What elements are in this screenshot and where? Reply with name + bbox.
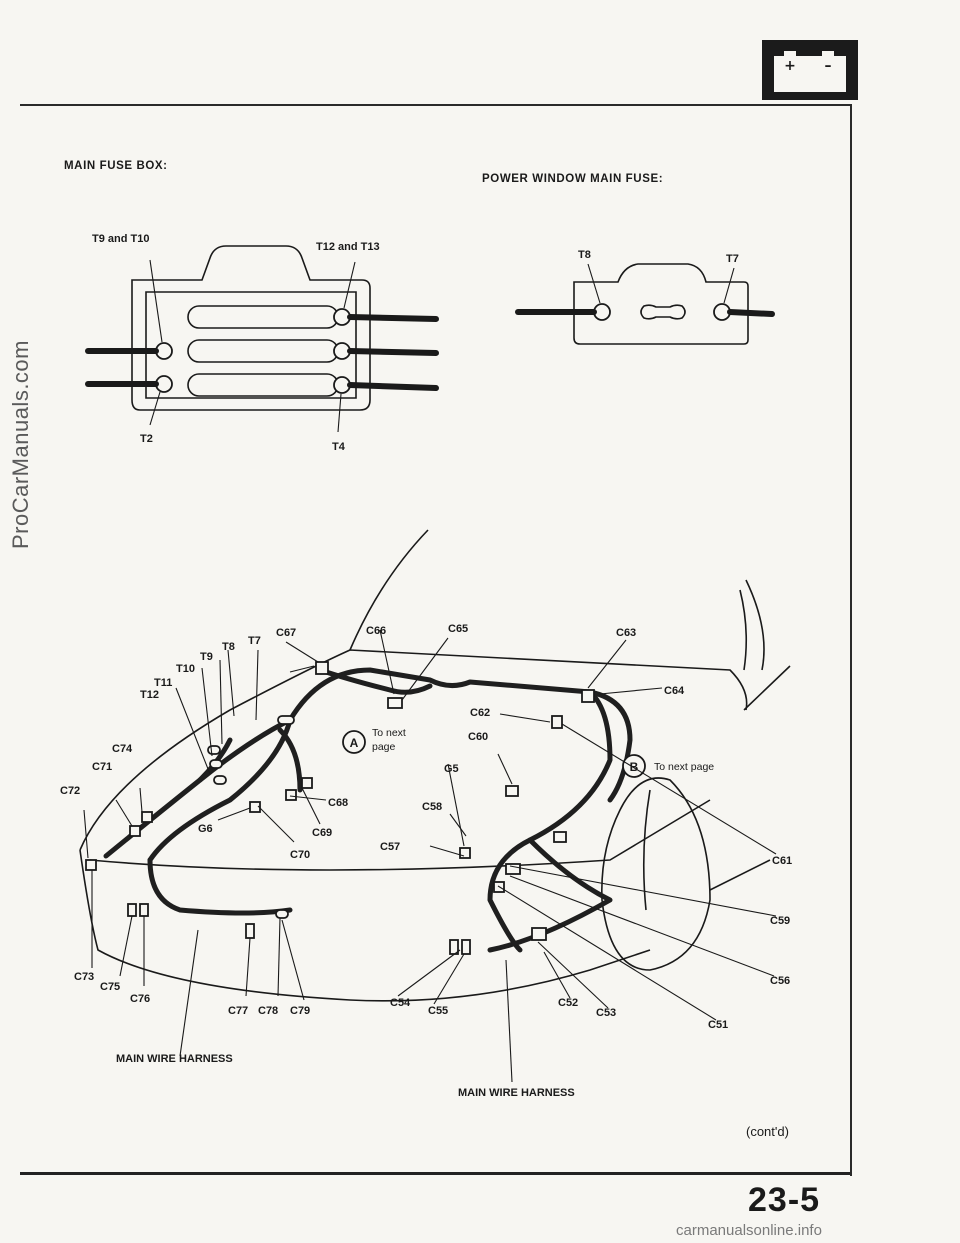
label-c59: C59 [770, 915, 790, 927]
label-t7: T7 [726, 253, 739, 265]
label-t4: T4 [332, 441, 346, 453]
label-c51: C51 [708, 1019, 728, 1031]
main-fuse-box-title: MAIN FUSE BOX: [64, 160, 168, 172]
label-c54: C54 [390, 997, 411, 1009]
callout-a-line2: page [372, 741, 396, 753]
callout-b-letter: B [630, 760, 639, 774]
label-c67: C67 [276, 627, 296, 639]
label-c72: C72 [60, 785, 80, 797]
power-window-fuse-diagram: T8 T7 [515, 249, 775, 345]
wire-harness-diagram: T7 T8 T9 T10 T11 T12 C67 C66 C65 C63 C64… [60, 529, 792, 1099]
label-c57: C57 [380, 841, 400, 853]
callout-a-line1: To next [372, 727, 406, 739]
label-c78: C78 [258, 1005, 278, 1017]
label-c62: C62 [470, 707, 490, 719]
label-c58: C58 [422, 801, 442, 813]
label-t11-harness: T11 [154, 677, 172, 689]
label-c64: C64 [664, 685, 685, 697]
label-c68: C68 [328, 797, 348, 809]
label-c56: C56 [770, 975, 790, 987]
main-fuse-box-diagram: T9 and T10 T12 and T13 T2 T4 [85, 233, 439, 453]
callout-a-letter: A [350, 736, 359, 750]
callout-b-text: To next page [654, 761, 714, 773]
label-t12-t13: T12 and T13 [316, 241, 380, 253]
label-t2: T2 [140, 433, 153, 445]
label-t10-harness: T10 [176, 663, 195, 675]
continued-note: (cont'd) [746, 1124, 789, 1139]
label-c75: C75 [100, 981, 120, 993]
label-c77: C77 [228, 1005, 248, 1017]
label-c65: C65 [448, 623, 468, 635]
label-c66: C66 [366, 625, 386, 637]
power-window-fuse-title: POWER WINDOW MAIN FUSE: [482, 173, 664, 185]
page-frame-bottom [20, 1172, 850, 1175]
label-t9-harness: T9 [200, 651, 213, 663]
label-c53: C53 [596, 1007, 616, 1019]
label-g6: G6 [198, 823, 213, 835]
label-t7-harness: T7 [248, 635, 261, 647]
label-t8: T8 [578, 249, 591, 261]
label-c71: C71 [92, 761, 112, 773]
label-c61: C61 [772, 855, 792, 867]
label-c73: C73 [74, 971, 94, 983]
label-c76: C76 [130, 993, 150, 1005]
battery-icon: + – [762, 40, 858, 100]
label-c69: C69 [312, 827, 332, 839]
main-wire-harness-label-left: MAIN WIRE HARNESS [116, 1053, 233, 1065]
battery-plus: + [784, 58, 796, 74]
label-c63: C63 [616, 627, 636, 639]
label-c74: C74 [112, 743, 133, 755]
label-c79: C79 [290, 1005, 310, 1017]
main-wire-harness-label-right: MAIN WIRE HARNESS [458, 1087, 575, 1099]
label-c70: C70 [290, 849, 310, 861]
battery-minus: – [825, 58, 832, 74]
label-t9-t10: T9 and T10 [92, 233, 149, 245]
label-c60: C60 [468, 731, 488, 743]
label-c55: C55 [428, 1005, 448, 1017]
label-c52: C52 [558, 997, 578, 1009]
page-number: 23-5 [748, 1181, 821, 1219]
label-t8-harness: T8 [222, 641, 235, 653]
page-frame [20, 104, 852, 1176]
label-t12-harness: T12 [140, 689, 159, 701]
bottom-watermark: carmanualsonline.info [676, 1222, 822, 1239]
label-g5: G5 [444, 763, 459, 775]
